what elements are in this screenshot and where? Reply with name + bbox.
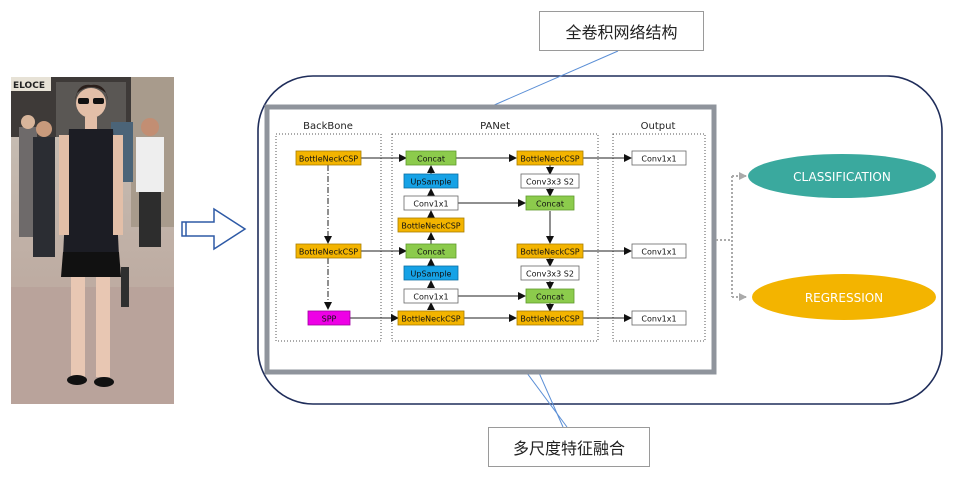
svg-text:Concat: Concat	[536, 293, 564, 302]
panet-csp-right-2	[516, 243, 584, 259]
head-connectors	[716, 172, 747, 301]
svg-text:Concat: Concat	[417, 155, 445, 164]
panet-conv1x1-low	[403, 288, 459, 304]
panet-concat-right-2	[525, 288, 575, 304]
svg-text:Conv1x1: Conv1x1	[641, 315, 676, 324]
regression-head	[752, 274, 936, 320]
svg-text:ELOCE: ELOCE	[13, 81, 45, 91]
svg-text:Concat: Concat	[417, 248, 445, 257]
output-conv-3	[631, 310, 687, 326]
panet-conv3x3-1	[520, 173, 580, 189]
panet-concat-mid	[405, 243, 457, 259]
fcn-container	[257, 75, 943, 405]
classification-head	[748, 154, 936, 198]
svg-text:Concat: Concat	[536, 200, 564, 209]
svg-text:BottleNeckCSP: BottleNeckCSP	[299, 248, 358, 257]
svg-text:UpSample: UpSample	[411, 270, 452, 279]
svg-text:Conv1x1: Conv1x1	[413, 293, 448, 302]
input-photo: ELOCE	[11, 77, 174, 404]
svg-text:BottleNeckCSP: BottleNeckCSP	[401, 315, 460, 324]
panet-section	[391, 133, 599, 342]
panet-upsample-top	[403, 173, 459, 189]
panet-title: PANet	[480, 121, 510, 132]
callout-fcn-structure: 全卷积网络结构	[539, 11, 704, 51]
spp-block	[307, 310, 351, 326]
panet-concat-top	[405, 150, 457, 166]
output-conv-2	[631, 243, 687, 259]
svg-text:Conv3x3 S2: Conv3x3 S2	[526, 270, 574, 279]
svg-text:Conv1x1: Conv1x1	[641, 248, 676, 257]
backbone-csp-2	[295, 243, 362, 259]
backbone-title: BackBone	[303, 121, 353, 132]
output-title: Output	[641, 121, 676, 132]
callout-line-top	[491, 50, 619, 107]
panet-upsample-low	[403, 265, 459, 281]
svg-text:Conv1x1: Conv1x1	[641, 155, 676, 164]
architecture-panel	[264, 104, 717, 375]
panet-concat-right-1	[525, 195, 575, 211]
svg-text:BottleNeckCSP: BottleNeckCSP	[520, 155, 579, 164]
svg-text:CLASSIFICATION: CLASSIFICATION	[793, 170, 891, 184]
hollow-arrow-icon	[181, 207, 247, 251]
svg-text:Conv1x1: Conv1x1	[413, 200, 448, 209]
svg-text:UpSample: UpSample	[411, 178, 452, 187]
panet-conv3x3-2	[520, 265, 580, 281]
panet-csp-right-3	[516, 310, 584, 326]
output-conv-1	[631, 150, 687, 166]
panet-csp-bottom-left	[397, 310, 465, 326]
svg-text:REGRESSION: REGRESSION	[805, 291, 883, 305]
output-section	[612, 133, 706, 342]
svg-text:BottleNeckCSP: BottleNeckCSP	[520, 315, 579, 324]
panet-csp-mid	[397, 217, 465, 233]
callout-multiscale-fusion: 多尺度特征融合	[488, 427, 650, 467]
svg-text:BottleNeckCSP: BottleNeckCSP	[401, 222, 460, 231]
svg-text:SPP: SPP	[322, 315, 337, 324]
store-sign	[11, 77, 51, 91]
svg-text:Conv3x3 S2: Conv3x3 S2	[526, 178, 574, 187]
panet-conv1x1-top	[403, 195, 459, 211]
svg-text:BottleNeckCSP: BottleNeckCSP	[299, 155, 358, 164]
backbone-csp-1	[295, 150, 362, 166]
svg-text:BottleNeckCSP: BottleNeckCSP	[520, 248, 579, 257]
panet-csp-right-1	[516, 150, 584, 166]
